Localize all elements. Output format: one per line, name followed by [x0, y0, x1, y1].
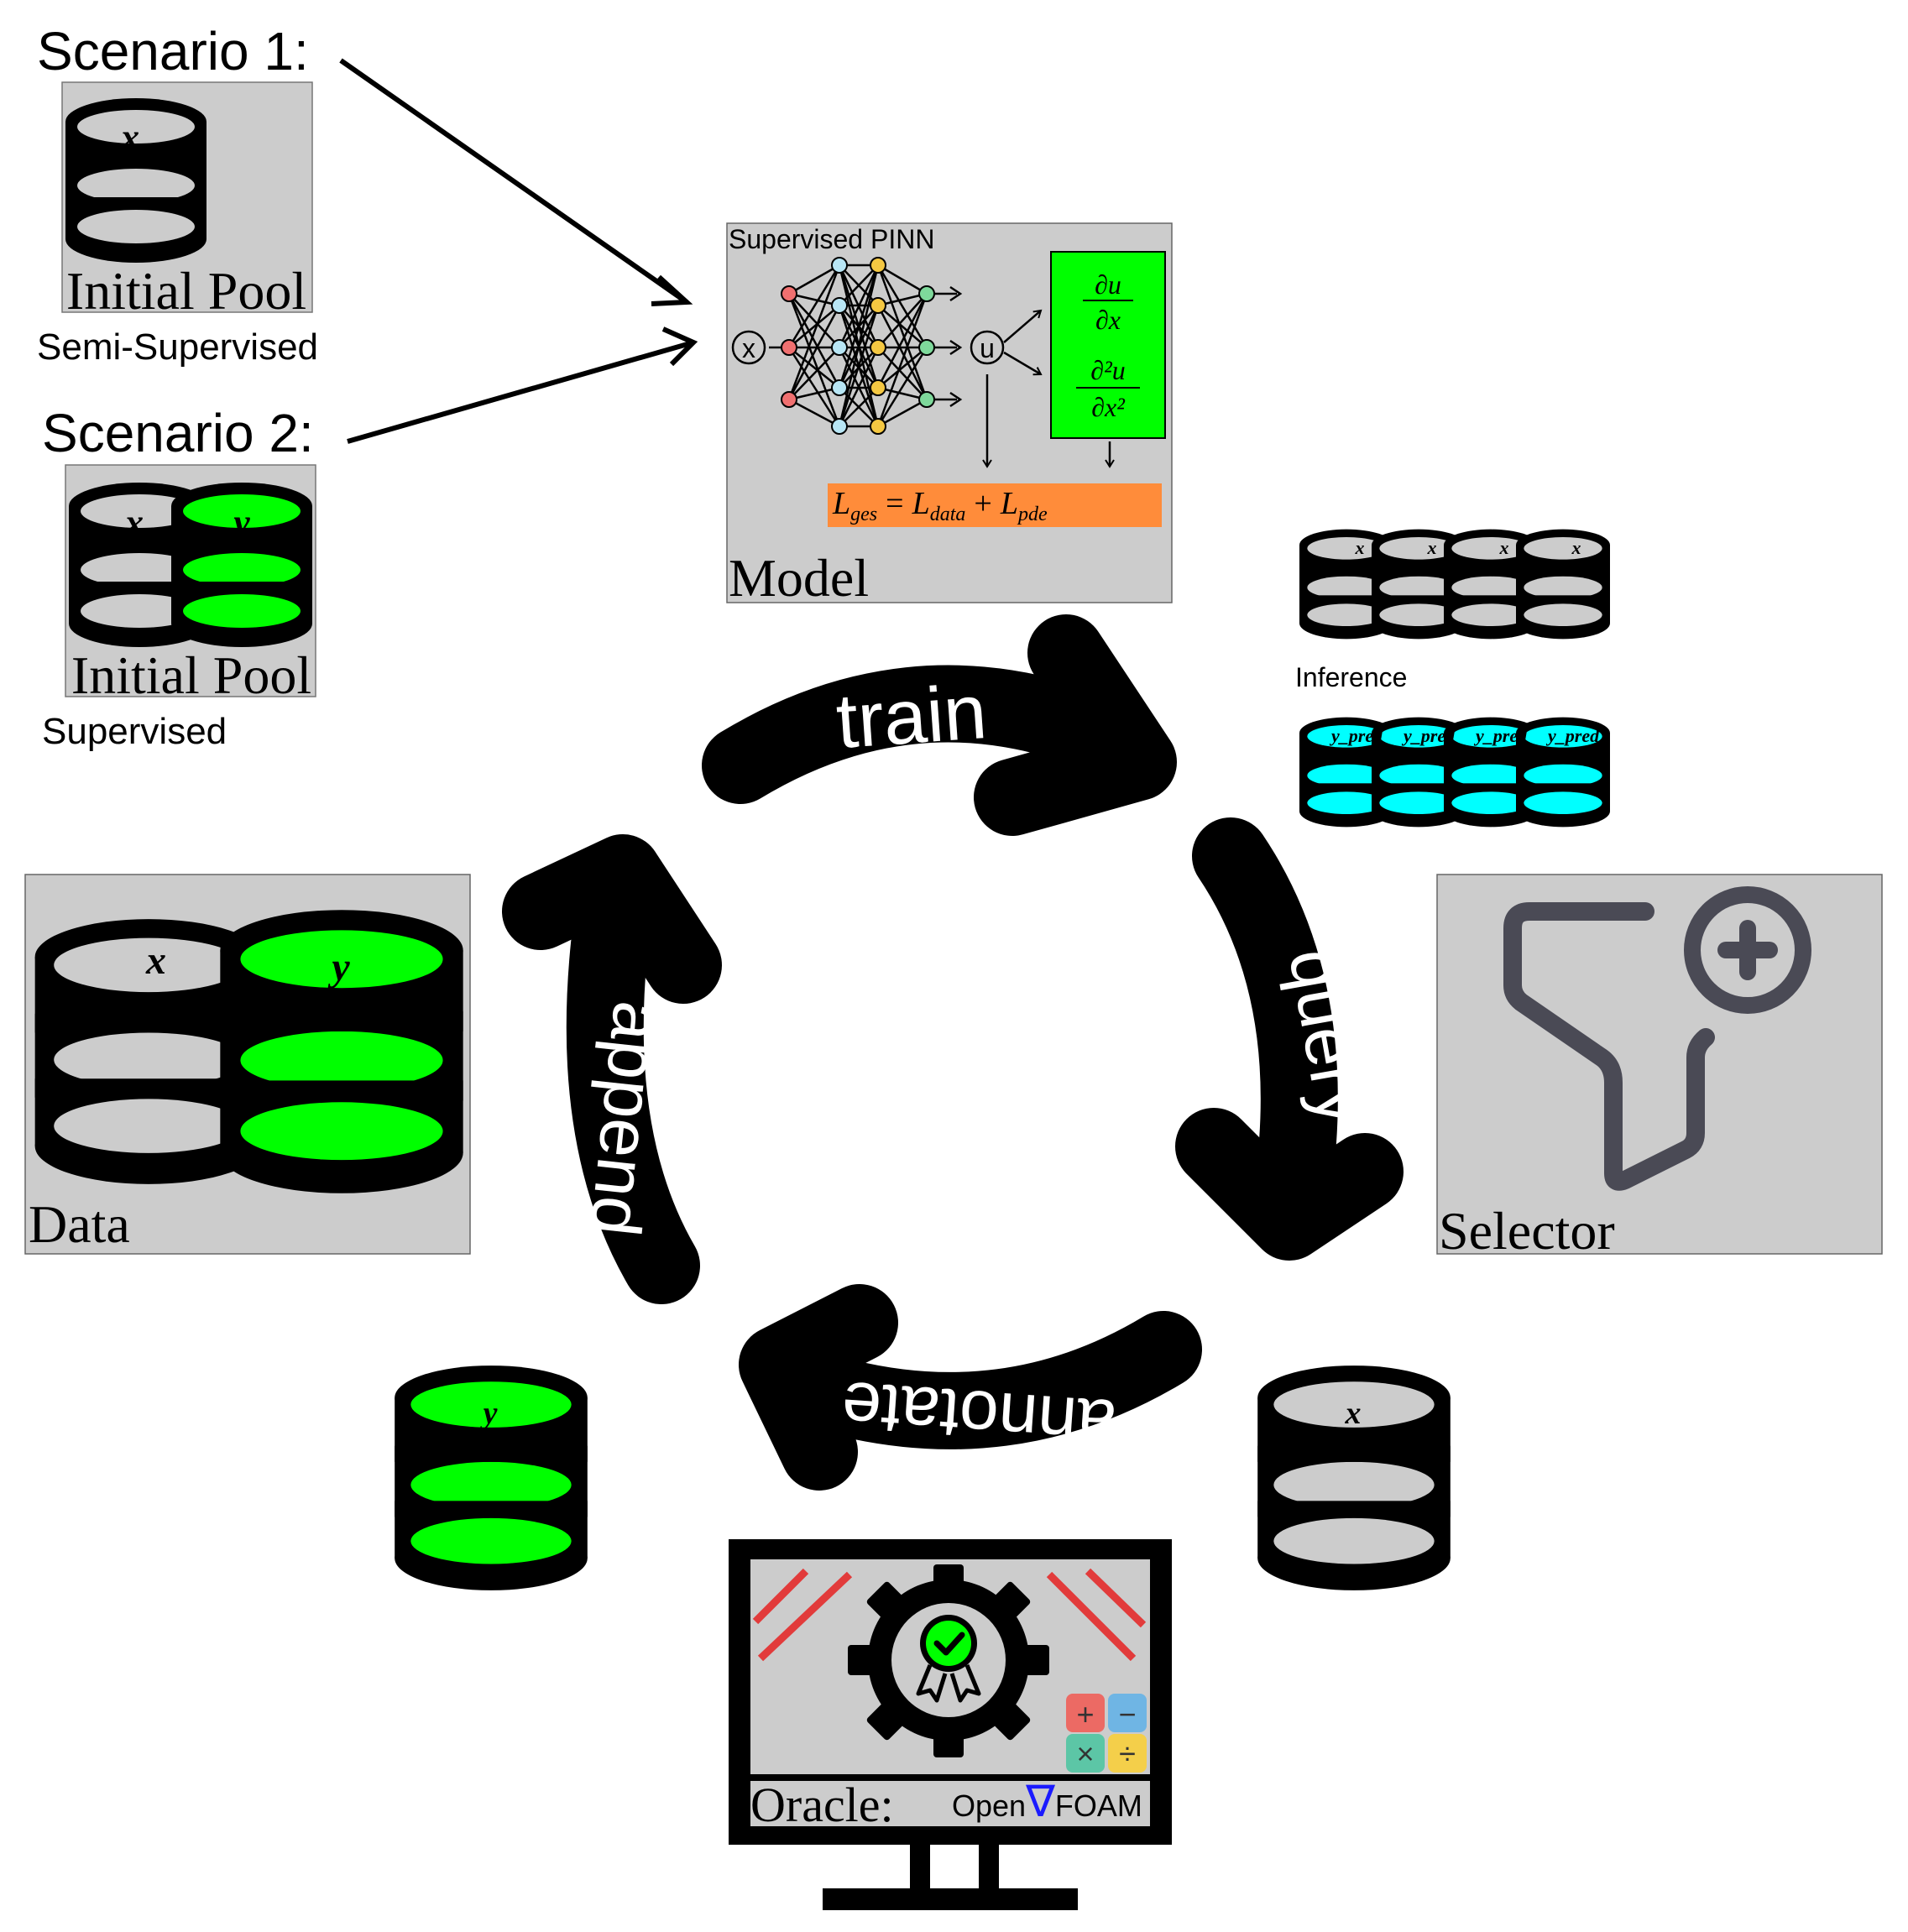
output-symbol: u — [980, 333, 995, 363]
calc-minus: − — [1118, 1697, 1136, 1731]
inference-x-db-icon-4 — [1516, 529, 1610, 640]
annotate-arrowhead — [739, 1284, 898, 1491]
u-branch-down-arrow — [1003, 351, 1043, 376]
train-arrowhead — [974, 614, 1177, 836]
model-label: Model — [729, 548, 869, 608]
scenario-2-db-x-label: x — [124, 502, 144, 543]
output-node-icon — [970, 330, 1005, 365]
inference-label: Inference — [1295, 662, 1407, 692]
inference-pred-label-1: y_pred — [1329, 725, 1383, 746]
data-y-label: y — [327, 945, 350, 989]
calc-times: × — [1076, 1736, 1094, 1771]
inference-pred-label-2: y_pred — [1401, 725, 1456, 746]
inference-pred-label-4: y_pred — [1545, 725, 1600, 746]
append-arrowhead — [502, 834, 722, 1004]
train-label: train — [834, 669, 990, 765]
train-arrow — [702, 665, 1123, 804]
inference-x-label-3: x — [1499, 537, 1509, 558]
oracle-monitor: + − × ÷ Oracle: Open∇FOAM — [729, 1539, 1172, 1910]
append-arrow — [566, 906, 700, 1304]
gear-icon — [848, 1564, 1049, 1757]
derivative-1-denominator: ∂x — [1095, 305, 1121, 335]
loss-term-1: L — [912, 486, 930, 521]
annotated-db-label: y — [480, 1396, 498, 1431]
loss-term-2-sub: pde — [1017, 504, 1048, 525]
calc-divide: ÷ — [1119, 1736, 1136, 1771]
derivative-2-numerator: ∂²u — [1090, 355, 1125, 385]
monitor-stand-right — [979, 1845, 999, 1897]
model-header: Supervised PINN — [729, 224, 934, 254]
input-symbol: x — [742, 333, 755, 363]
inference-x-label-2: x — [1427, 537, 1437, 558]
oracle-label: Oracle: — [750, 1778, 894, 1832]
loss-term-1-sub: data — [930, 504, 966, 525]
inference-group: x x x x Inference y_pred y_pred y_pred y… — [1295, 529, 1610, 828]
openfoam-nabla: ∇ — [1025, 1778, 1055, 1826]
add-circle-icon — [1684, 886, 1811, 1014]
loss-equation-box — [828, 483, 1162, 527]
output-arrow-icons — [949, 285, 963, 408]
derivative-1-numerator: ∂u — [1095, 269, 1121, 300]
loss-equals-sign: = — [886, 486, 903, 521]
model-box: Supervised PINN x u — [726, 222, 1173, 608]
neural-network-icon — [769, 264, 957, 428]
cycle-arrows — [502, 614, 1404, 1491]
data-x-label: x — [145, 938, 166, 983]
monitor-base — [823, 1888, 1078, 1910]
derivative-2-denominator: ∂x² — [1091, 392, 1126, 422]
scenario-2-arrowhead — [661, 326, 698, 367]
monitor-stand-left — [910, 1845, 930, 1897]
annotate-arrow — [789, 1311, 1202, 1449]
openfoam-prefix: Open — [952, 1788, 1026, 1823]
query-arrow — [1192, 817, 1338, 1180]
inference-x-label-1: x — [1355, 537, 1365, 558]
data-label: Data — [29, 1194, 130, 1254]
scenario-1-pool-label: Initial Pool — [66, 261, 306, 321]
scenario-2: Scenario 2: x y Initial Pool Supervised — [42, 403, 316, 752]
derivatives-box — [1050, 251, 1166, 439]
loss-lhs: L — [832, 486, 850, 521]
loss-plus-sign: + — [974, 486, 991, 521]
inference-x-label-4: x — [1571, 537, 1581, 558]
scenario-2-pool-label: Initial Pool — [71, 645, 311, 705]
monitor-status-bar — [750, 1781, 1150, 1826]
input-node-icon — [731, 330, 766, 365]
selector-label: Selector — [1439, 1201, 1615, 1261]
scenario-2-db-y-label: y — [229, 502, 250, 543]
scenario-1: Scenario 1: x Initial Pool Semi-Supervis… — [37, 21, 318, 368]
red-stripes-right — [1046, 1568, 1147, 1662]
scenario-2-caption: Supervised — [42, 711, 227, 752]
funnel-icon — [1503, 902, 1715, 1191]
scenario-1-title: Scenario 1: — [37, 21, 309, 81]
scenario-1-db-label: x — [120, 117, 139, 158]
loss-term-2: L — [1000, 486, 1018, 521]
calculator-icon: + − × ÷ — [1066, 1694, 1147, 1773]
u-branch-up-arrow — [1003, 309, 1043, 343]
annotate-label: annotate — [839, 1367, 1119, 1465]
data-box: x y Data — [24, 874, 471, 1255]
selector-box: Selector — [1436, 874, 1883, 1261]
scenario-1-arrowhead — [651, 274, 693, 306]
loss-lhs-sub: ges — [850, 504, 877, 525]
scenario-2-arrow — [347, 340, 694, 444]
query-arrowhead — [1175, 1108, 1404, 1261]
neuron-nodes — [781, 257, 935, 435]
loss-equation: Lges = Ldata + Lpde — [832, 486, 1048, 525]
scenario-1-caption: Semi-Supervised — [37, 326, 318, 368]
scenario-2-title: Scenario 2: — [42, 403, 314, 463]
query-db-label: x — [1345, 1396, 1362, 1431]
scenario-1-arrow — [339, 58, 688, 305]
openfoam-suffix: FOAM — [1055, 1788, 1142, 1823]
inference-pred-label-3: y_pred — [1473, 725, 1528, 746]
openfoam-logo: Open∇FOAM — [952, 1778, 1142, 1826]
calc-plus: + — [1076, 1697, 1094, 1731]
red-stripes-left — [752, 1568, 853, 1662]
